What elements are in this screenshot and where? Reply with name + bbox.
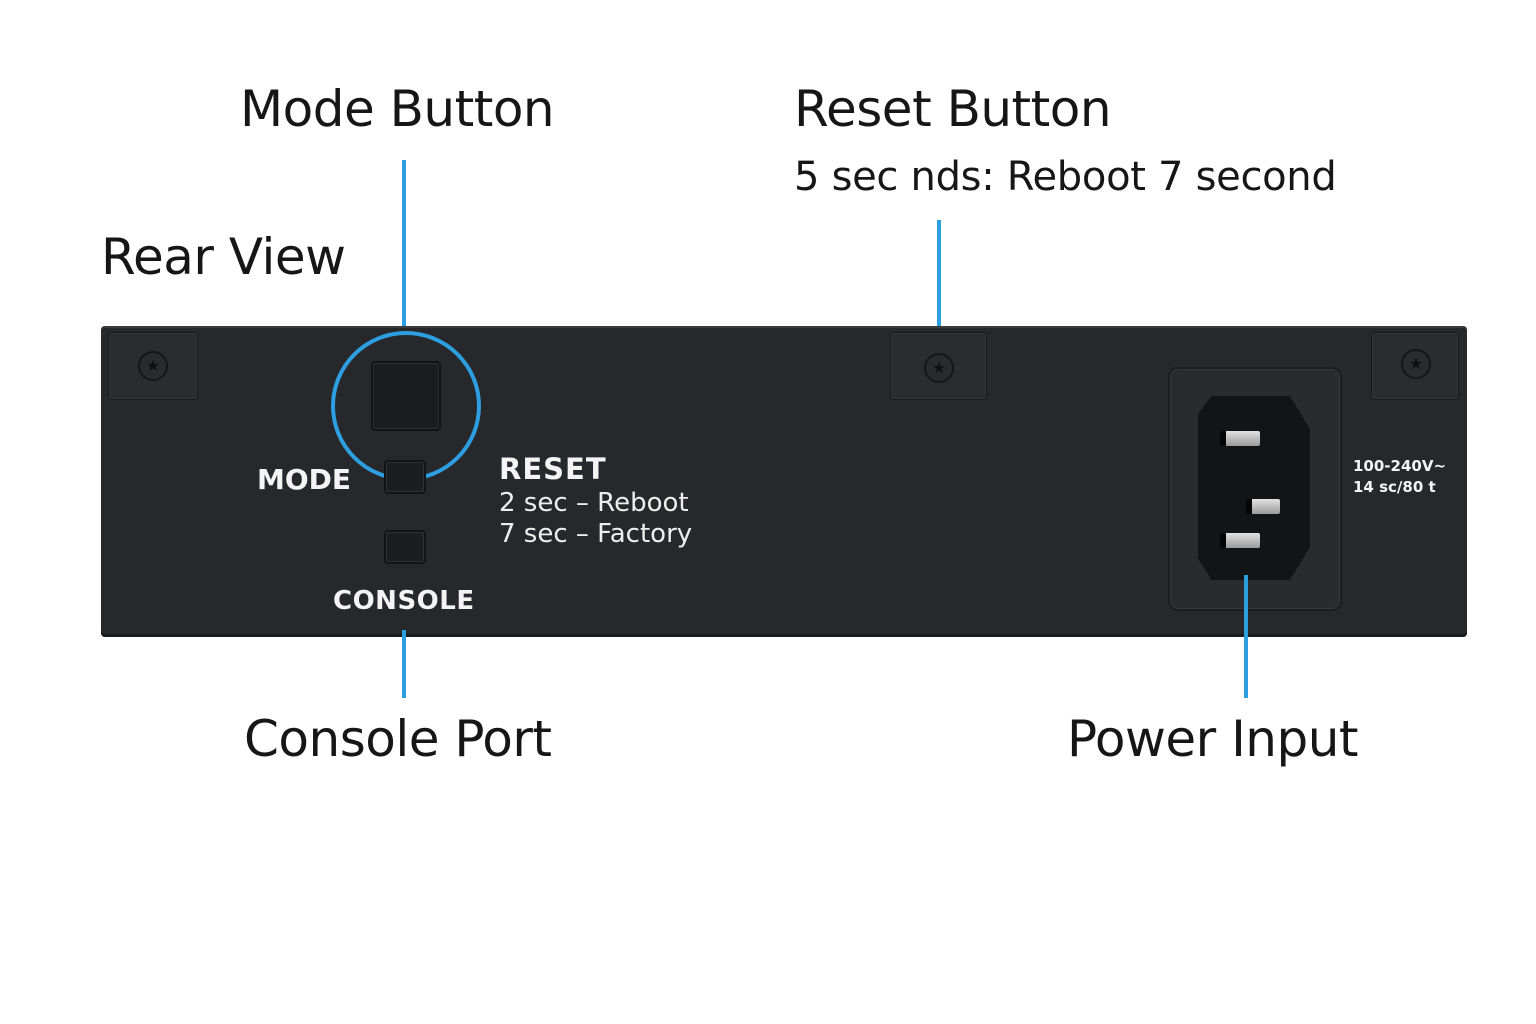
mounting-bracket-left: ★ bbox=[108, 332, 198, 400]
console-port[interactable] bbox=[384, 530, 426, 564]
rear-view-title: Rear View bbox=[101, 228, 346, 286]
callout-reset-button-description: 5 sec nds: Reboot 7 second bbox=[794, 154, 1337, 200]
reset-label: RESET bbox=[499, 452, 607, 486]
power-pin-ground bbox=[1246, 499, 1280, 514]
reset-instruction-factory: 7 sec – Factory bbox=[499, 519, 693, 549]
power-inlet-socket[interactable] bbox=[1198, 396, 1310, 580]
leader-line-reset bbox=[937, 220, 941, 370]
callout-reset-button-label: Reset Button bbox=[794, 80, 1112, 138]
reset-instruction-reboot: 2 sec – Reboot bbox=[499, 488, 689, 518]
power-rating-voltage: 100-240V~ bbox=[1353, 457, 1447, 475]
reset-button[interactable] bbox=[384, 460, 426, 494]
leader-line-console bbox=[402, 630, 406, 698]
screw-icon: ★ bbox=[138, 351, 168, 381]
power-rating-current: 14 sc/80 t bbox=[1353, 478, 1436, 496]
mounting-bracket-right: ★ bbox=[1371, 332, 1459, 400]
screw-icon: ★ bbox=[1401, 349, 1431, 379]
console-label: CONSOLE bbox=[333, 586, 475, 616]
leader-line-mode bbox=[402, 160, 406, 332]
power-pin-line bbox=[1220, 431, 1260, 446]
leader-line-power bbox=[1244, 575, 1248, 698]
mode-label: MODE bbox=[257, 463, 352, 496]
callout-console-port-label: Console Port bbox=[244, 710, 552, 768]
mode-button-highlight-ring bbox=[331, 331, 481, 481]
callout-power-input-label: Power Input bbox=[1067, 710, 1359, 768]
screw-icon: ★ bbox=[924, 353, 954, 383]
callout-mode-button-label: Mode Button bbox=[240, 80, 555, 138]
mounting-bracket-center: ★ bbox=[890, 332, 987, 400]
power-pin-neutral bbox=[1220, 533, 1260, 548]
